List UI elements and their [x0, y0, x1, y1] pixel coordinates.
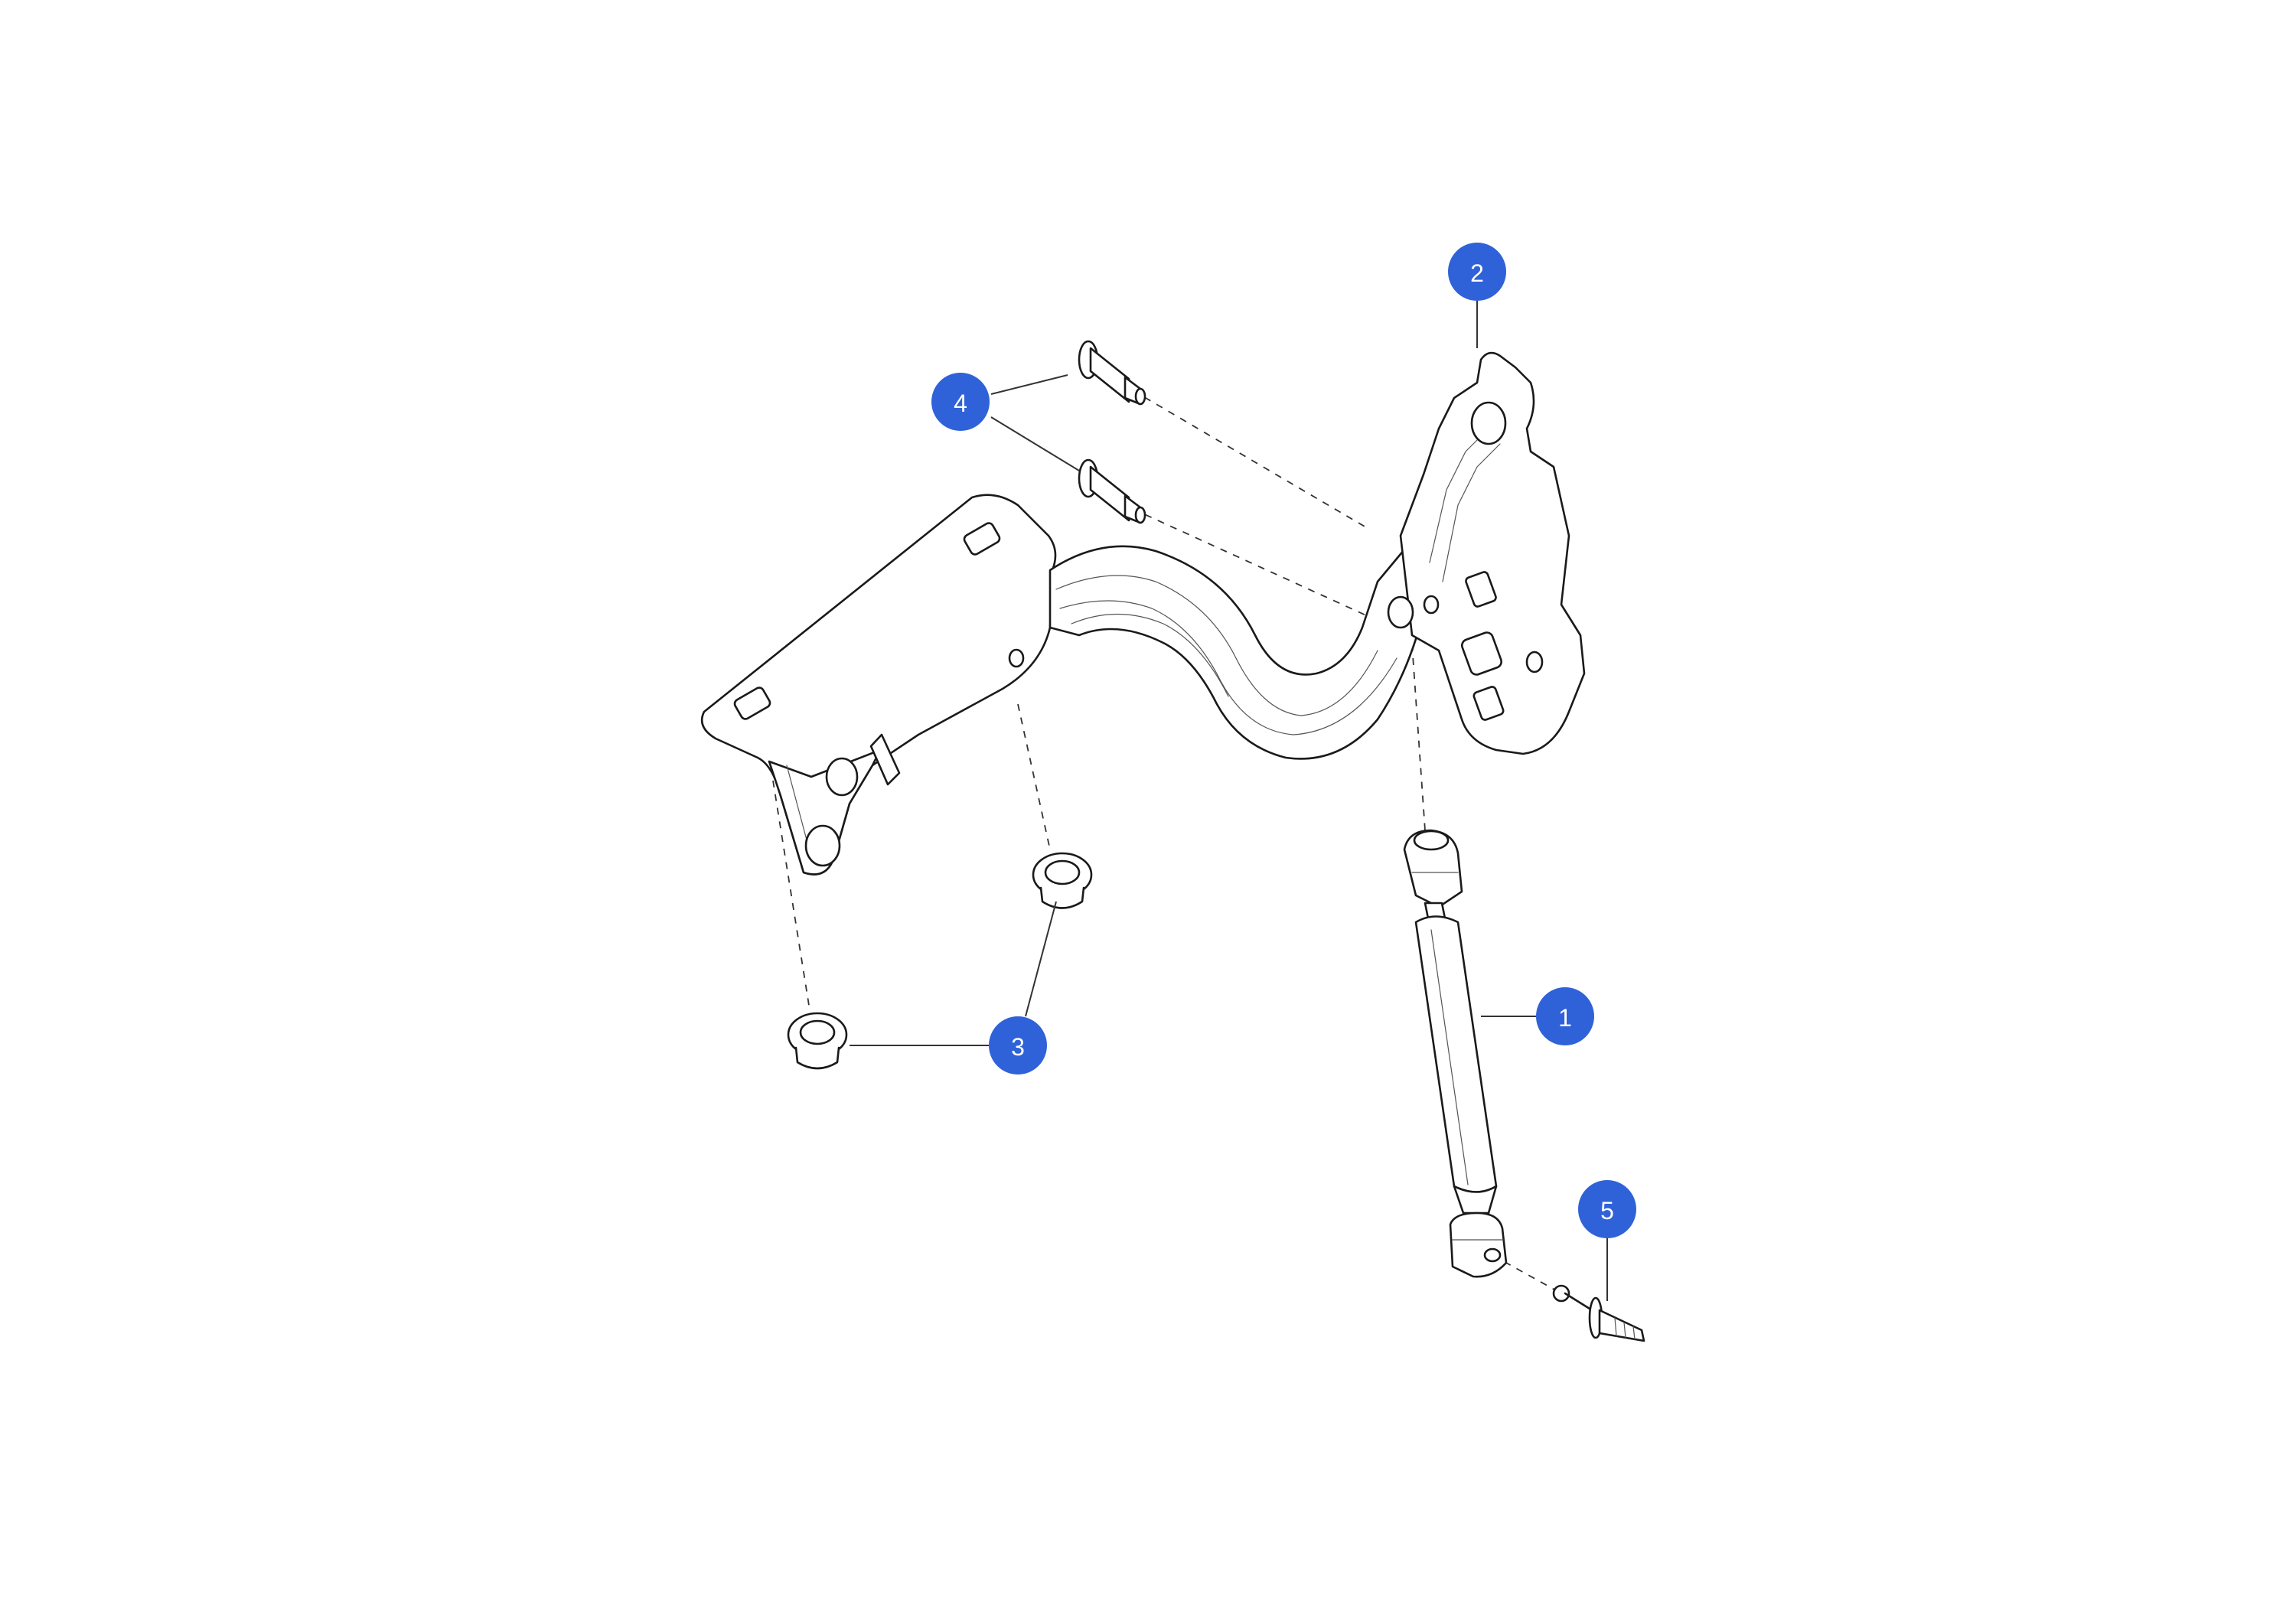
- callout-2-badge: [1448, 243, 1506, 301]
- callout-1-label: 1: [1558, 1004, 1572, 1032]
- upper-plate-hole-lower: [1525, 651, 1544, 673]
- callout-1-badge: [1536, 987, 1594, 1045]
- strut-lower-end-fitting: [1449, 1211, 1508, 1278]
- callout-2: 2: [1448, 243, 1506, 301]
- hinge-assembly: [700, 351, 1586, 876]
- callout-2-label: 2: [1470, 259, 1484, 287]
- strut-cylinder: [1414, 915, 1498, 1193]
- strut-pin: [1552, 1284, 1645, 1342]
- callout-5: 5: [1578, 1180, 1636, 1238]
- leader-lines: [850, 301, 1608, 1301]
- flange-hole-upper: [825, 757, 859, 797]
- gas-strut: [1403, 829, 1508, 1278]
- callout-5-label: 5: [1600, 1197, 1614, 1225]
- hinge-pivot-boss: [1470, 401, 1507, 445]
- assembly-line-nut-right: [1017, 703, 1051, 850]
- callout-3-badge: [989, 1016, 1047, 1075]
- slot-upper: [963, 522, 1001, 556]
- flange-nut-upper: [1032, 852, 1093, 909]
- leader-3b: [1025, 901, 1057, 1017]
- assembly-line-nut-left: [772, 780, 810, 1011]
- slot-lower: [733, 686, 771, 720]
- leader-4a: [990, 374, 1068, 395]
- callout-1: 1: [1536, 987, 1594, 1045]
- callout-3-label: 3: [1011, 1033, 1025, 1061]
- callout-5-badge: [1578, 1180, 1636, 1238]
- hinge-base-plate: [700, 494, 1057, 876]
- upper-plate-hole: [1423, 595, 1440, 615]
- upper-plate-cutout-3: [1473, 686, 1505, 721]
- bolt-upper: [1078, 340, 1146, 406]
- strut-lower-taper: [1453, 1185, 1498, 1215]
- flange-clip: [869, 733, 901, 786]
- upper-plate-cutout-1: [1465, 571, 1497, 608]
- bracket-rivet: [1008, 648, 1025, 668]
- callout-3: 3: [989, 1016, 1047, 1075]
- assembly-line-bolt-upper: [1132, 390, 1371, 530]
- assembly-line-bolt-lower: [1132, 508, 1394, 628]
- callout-4-label: 4: [954, 390, 967, 417]
- upper-plate-cutout-2: [1461, 631, 1502, 676]
- assembly-lines: [772, 390, 1562, 1294]
- leader-4b: [990, 416, 1080, 471]
- bolt-lower: [1078, 458, 1146, 524]
- hinge-gooseneck-arm: [1049, 534, 1444, 760]
- flange-hole-lower: [804, 824, 841, 867]
- callout-4: 4: [931, 373, 990, 431]
- assembly-line-strut-top: [1411, 644, 1426, 831]
- hinge-lower-pivot: [1387, 595, 1414, 629]
- callout-4-badge: [931, 373, 990, 431]
- flange-nut-lower: [787, 1012, 848, 1070]
